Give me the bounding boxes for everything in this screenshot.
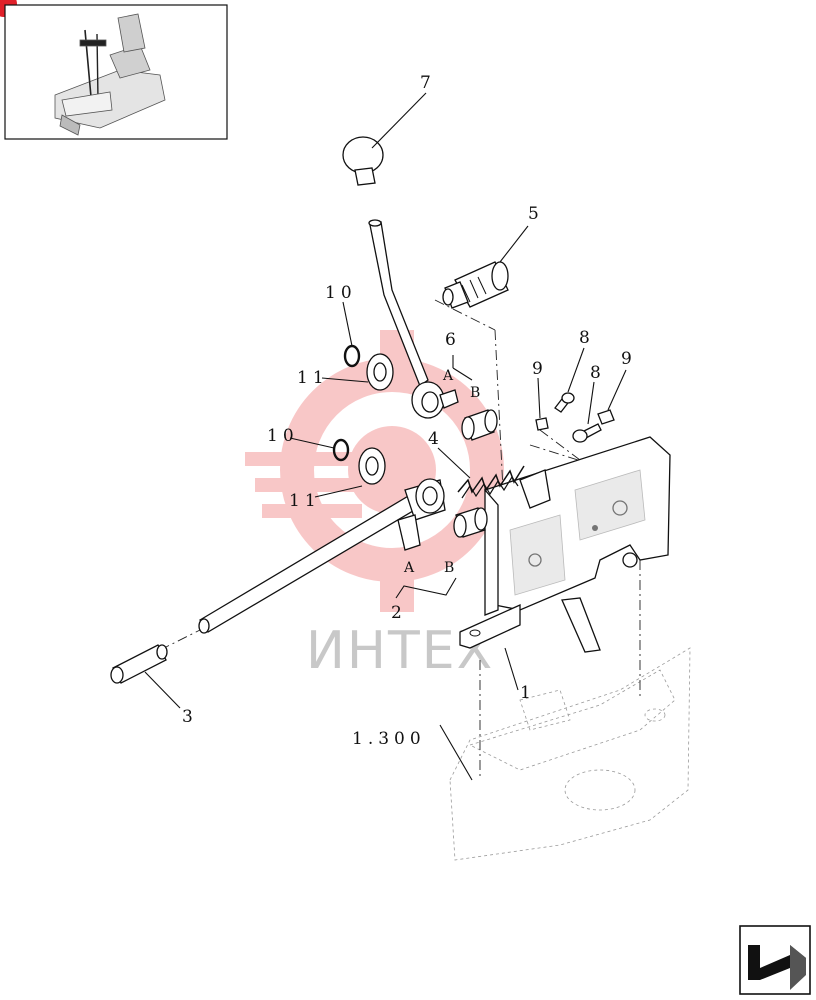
callout-11-upper: 11 — [297, 368, 329, 388]
callout-10-upper: 10 — [325, 283, 357, 303]
leader-lines — [144, 92, 627, 781]
callout-7: 7 — [420, 73, 436, 93]
washer-lower[interactable] — [358, 447, 386, 485]
bolt-b[interactable] — [572, 423, 602, 443]
bolt-a[interactable] — [554, 392, 575, 413]
spring[interactable] — [457, 465, 525, 499]
thumbnail-frame[interactable] — [4, 4, 228, 140]
label-b-upper: B — [470, 385, 480, 401]
callout-8-a: 8 — [579, 328, 595, 348]
retaining-ring-upper[interactable] — [343, 344, 361, 368]
callout-4: 4 — [428, 429, 444, 449]
nut-b[interactable] — [597, 409, 615, 425]
retaining-ring-lower[interactable] — [332, 438, 350, 462]
label-a-lower: A — [403, 560, 415, 576]
washer-upper[interactable] — [366, 353, 394, 391]
pin[interactable] — [110, 644, 168, 684]
callout-1: 1 — [520, 683, 536, 703]
callout-10-lower: 10 — [267, 426, 299, 446]
switch[interactable] — [442, 261, 509, 309]
mounting-bracket[interactable] — [459, 436, 671, 653]
callout-2: 2 — [391, 603, 407, 623]
callout-9-a: 9 — [532, 359, 548, 379]
arrow-next-icon[interactable] — [739, 925, 811, 995]
reference-callout[interactable]: 1.300 — [352, 729, 426, 749]
bushing-lower[interactable] — [453, 507, 488, 538]
lower-lever-assembly[interactable] — [198, 478, 446, 634]
lever-knob[interactable] — [342, 136, 384, 186]
label-b-lower: B — [444, 560, 454, 576]
callout-3: 3 — [182, 707, 198, 727]
upper-lever[interactable] — [368, 219, 459, 419]
callout-9-b: 9 — [621, 349, 637, 369]
bushing-upper[interactable] — [461, 409, 498, 441]
label-a-upper: A — [442, 368, 454, 384]
machine-seat-thumbnail — [54, 13, 166, 136]
callout-8-b: 8 — [590, 363, 606, 383]
nut-a[interactable] — [535, 417, 549, 431]
callout-11-lower: 11 — [289, 491, 321, 511]
lower-housing-outline — [449, 647, 691, 861]
callout-6: 6 — [445, 330, 461, 350]
callout-5: 5 — [528, 204, 544, 224]
